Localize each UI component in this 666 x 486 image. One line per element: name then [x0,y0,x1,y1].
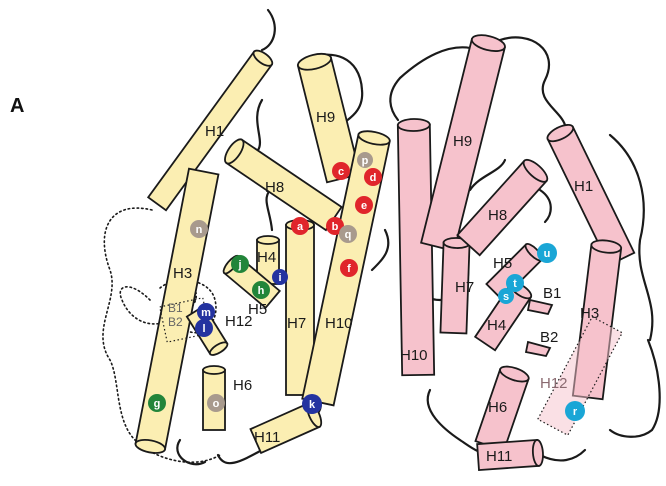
right-label-h3: H3 [580,305,599,322]
marker-i: i [272,269,288,285]
left-label-h6: H6 [233,377,252,394]
marker-u: u [537,243,557,263]
svg-text:n: n [196,224,203,236]
left-helix-h6-end [203,366,225,374]
right-label-h8: H8 [488,207,507,224]
svg-text:l: l [202,323,205,335]
right-label-h12: H12 [540,375,568,392]
marker-n: n [190,220,208,238]
left-label-h7: H7 [287,315,306,332]
right-label-h7: H7 [455,279,474,296]
marker-c: c [332,162,350,180]
svg-text:r: r [573,406,578,418]
right-label-h9: H9 [453,133,472,150]
right-label-h1: H1 [574,178,593,195]
svg-text:g: g [154,398,161,410]
left-label-h1: H1 [205,123,224,140]
svg-text:f: f [347,263,351,275]
marker-e: e [355,196,373,214]
right-label-b1: B1 [543,285,561,302]
marker-k: k [302,394,322,414]
left-loop [218,450,262,463]
left-loop [267,190,272,230]
right-label-h11: H11 [486,448,512,465]
right-helix-h10-end [398,119,430,132]
svg-text:o: o [213,398,220,410]
left-label-h9: H9 [316,109,335,126]
left-loop [372,230,388,270]
svg-text:m: m [201,307,211,319]
svg-text:p: p [362,155,369,167]
marker-f: f [340,259,358,277]
svg-text:b: b [332,221,339,233]
svg-text:j: j [237,259,241,271]
svg-text:c: c [338,166,344,178]
svg-text:u: u [544,248,551,260]
left-label-h8: H8 [265,179,284,196]
right-label-h6: H6 [488,399,507,416]
left-label-h3: H3 [173,265,192,282]
left-label-h10: H10 [325,315,353,332]
left-label-h4: H4 [257,249,276,266]
left-helix-h4-end [257,236,279,244]
left-label-h11: H11 [254,429,280,446]
right-label-h10: H10 [400,347,428,364]
marker-a: a [291,217,309,235]
svg-text:h: h [258,285,265,297]
svg-text:e: e [361,200,367,212]
svg-text:t: t [513,278,517,290]
right-loop [540,190,551,222]
left-loop [262,10,275,50]
right-molecule: H1 H3 H4 H5 H6 H7 H8 H9 H10 H11 H12 B1 B… [390,32,659,470]
left-loop [177,440,205,464]
svg-text:k: k [309,399,316,411]
marker-h: h [252,281,270,299]
right-label-h5: H5 [493,255,512,272]
right-loop [610,340,660,437]
svg-text:s: s [503,291,509,303]
svg-text:d: d [370,172,377,184]
marker-r: r [565,401,585,421]
marker-l: l [195,319,213,337]
right-helix-h10 [398,119,434,376]
right-label-b2: B2 [540,329,558,346]
panel-label: A [10,95,24,117]
svg-text:i: i [278,272,281,284]
right-loop [540,450,585,460]
marker-d: d [364,168,382,186]
right-helix-h10-body [398,125,434,376]
marker-p: p [357,152,373,168]
right-strand-b1 [528,300,552,314]
right-label-h4: H4 [487,317,506,334]
marker-j: j [231,255,249,273]
left-label-b1: B1 [168,301,183,315]
marker-q: q [339,225,357,243]
marker-g: g [148,394,166,412]
svg-text:a: a [297,221,304,233]
left-label-b2: B2 [168,315,183,329]
marker-m: m [197,303,215,321]
left-label-h12: H12 [225,313,253,330]
right-loop [500,37,565,125]
marker-o: o [207,394,225,412]
marker-t: t [506,274,524,292]
svg-text:q: q [345,229,352,241]
left-loop [257,100,262,150]
